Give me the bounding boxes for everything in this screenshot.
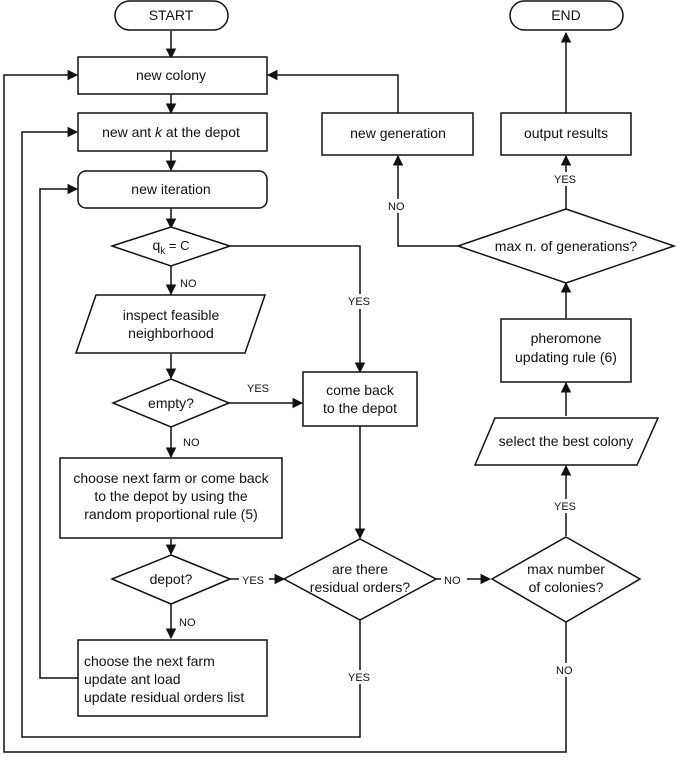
label-residual-yes-text: YES — [348, 672, 370, 684]
max-colonies-decision-node: max number of colonies? — [490, 536, 642, 623]
label-depot-yes: YES — [239, 573, 269, 587]
pheromone-node: pheromone updating rule (6) — [500, 318, 632, 383]
label-residual-no-text: NO — [444, 575, 461, 587]
label-depot-no: NO — [176, 615, 202, 629]
inspect-line1: inspect feasible — [123, 307, 220, 323]
update-line2: update ant load — [84, 671, 181, 687]
come-back-line1: come back — [326, 382, 395, 398]
depot-text: depot? — [150, 571, 193, 587]
label-qk-yes: YES — [345, 294, 375, 309]
choose-line2: to the depot by using the — [94, 488, 248, 504]
label-empty-yes: YES — [244, 381, 274, 395]
pheromone-line2: updating rule (6) — [515, 349, 617, 365]
new-ant-prefix: new ant — [102, 124, 155, 140]
pheromone-line1: pheromone — [531, 330, 602, 346]
max-generations-text: max n. of generations? — [495, 238, 638, 254]
nodes: START END new colony new ant k at the de… — [59, 0, 677, 717]
label-empty-no: NO — [180, 435, 206, 449]
update-node: choose the next farm update ant load upd… — [77, 639, 268, 717]
residual-line2: residual orders? — [310, 579, 411, 595]
label-empty-no-text: NO — [183, 437, 200, 449]
label-qk-no-text: NO — [180, 278, 197, 290]
edge-residual-to-new-ant-loop — [21, 126, 361, 738]
label-colonies-yes-text: YES — [554, 501, 576, 513]
start-node: START — [114, 0, 229, 31]
empty-decision-node: empty? — [111, 378, 231, 428]
inspect-node: inspect feasible neighborhood — [74, 294, 267, 354]
label-qk-no: NO — [178, 276, 204, 290]
qk-sub: k — [160, 246, 166, 257]
edge-max-generations-to-new-generation — [392, 154, 458, 247]
qk-text: qk = C — [152, 237, 189, 257]
max-colonies-line1: max number — [527, 561, 605, 577]
new-generation-text: new generation — [350, 125, 446, 141]
depot-decision-node: depot? — [110, 554, 232, 605]
label-generations-yes-text: YES — [554, 174, 576, 186]
edge-new-generation-to-new-colony — [266, 69, 399, 113]
choose-line1: choose next farm or come back — [73, 470, 269, 486]
come-back-node: come back to the depot — [302, 371, 418, 427]
label-empty-yes-text: YES — [247, 383, 269, 395]
label-colonies-no-text: NO — [556, 665, 573, 677]
edge-max-colonies-to-new-colony-loop — [3, 69, 567, 753]
label-generations-no: NO — [385, 199, 411, 213]
start-text: START — [149, 7, 194, 23]
update-line1: choose the next farm — [84, 653, 215, 669]
residual-line1: are there — [332, 561, 388, 577]
max-generations-decision-node: max n. of generations? — [455, 208, 677, 284]
edge-update-to-new-iteration-loop — [39, 183, 79, 679]
max-colonies-line2: of colonies? — [529, 579, 604, 595]
label-residual-yes: YES — [345, 670, 375, 684]
new-ant-text: new ant k at the depot — [102, 124, 240, 140]
qk-base: q — [152, 237, 160, 253]
qk-decision-node: qk = C — [109, 226, 233, 267]
label-depot-no-text: NO — [179, 617, 196, 629]
new-ant-node: new ant k at the depot — [77, 112, 268, 152]
new-iteration-text: new iteration — [131, 181, 210, 197]
end-text: END — [551, 7, 581, 23]
label-qk-yes-text: YES — [348, 296, 370, 308]
update-line3: update residual orders list — [84, 689, 244, 705]
new-iteration-node: new iteration — [77, 170, 268, 209]
select-best-node: select the best colony — [473, 417, 660, 466]
residual-decision-node: are there residual orders? — [282, 538, 438, 621]
new-colony-text: new colony — [136, 67, 206, 83]
label-generations-yes: YES — [551, 172, 581, 186]
edge-qk-to-come-back — [230, 245, 366, 374]
empty-text: empty? — [148, 395, 194, 411]
come-back-line2: to the depot — [323, 400, 397, 416]
choose-farm-node: choose next farm or come back to the dep… — [59, 457, 283, 539]
end-node: END — [509, 0, 624, 31]
label-colonies-yes: YES — [551, 499, 581, 513]
choose-line3: random proportional rule (5) — [84, 506, 258, 522]
label-colonies-no: NO — [553, 663, 579, 677]
select-best-text: select the best colony — [499, 433, 634, 449]
new-ant-suffix: at the depot — [162, 124, 240, 140]
label-generations-no-text: NO — [388, 201, 405, 213]
new-colony-node: new colony — [77, 56, 268, 95]
output-results-text: output results — [524, 125, 608, 141]
inspect-line2: neighborhood — [128, 325, 214, 341]
new-generation-node: new generation — [321, 112, 474, 156]
label-residual-no: NO — [441, 573, 467, 587]
label-depot-yes-text: YES — [242, 575, 264, 587]
new-ant-var: k — [155, 124, 163, 140]
edge-labels: NO YES YES NO YES NO NO YES — [176, 172, 581, 684]
output-results-node: output results — [500, 112, 632, 156]
qk-rest: = C — [165, 238, 189, 253]
